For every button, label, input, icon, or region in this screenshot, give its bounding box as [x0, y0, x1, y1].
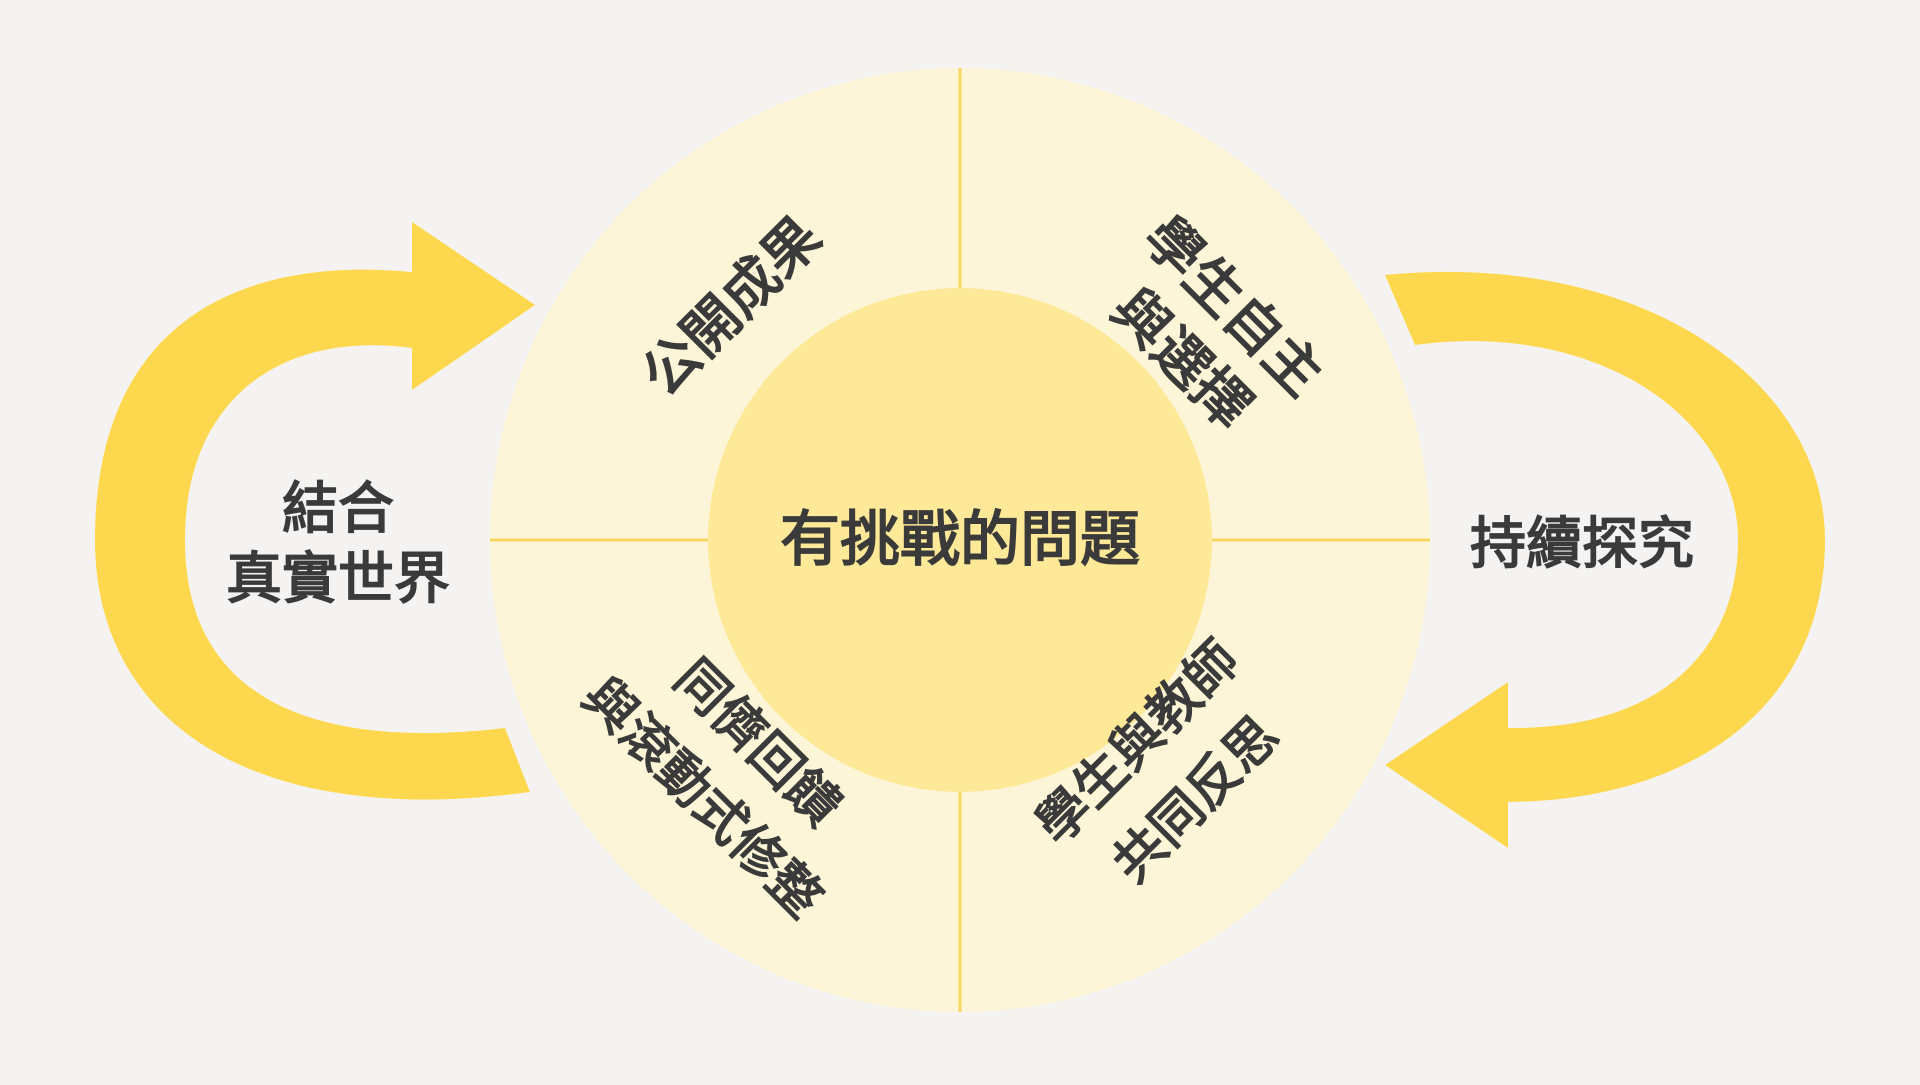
left-loop-label-line2: 真實世界 — [226, 547, 450, 612]
right-loop-arrow-body — [1385, 271, 1825, 802]
right-loop-arrow — [1385, 271, 1825, 848]
left-loop-label-line1: 結合 — [282, 477, 394, 542]
right-loop-arrow-head — [1385, 682, 1508, 848]
center-label: 有挑戰的問題 — [780, 505, 1140, 575]
left-loop-arrow — [95, 222, 535, 800]
left-loop-arrow-body — [95, 269, 530, 800]
right-loop-label-line1: 持續探究 — [1470, 512, 1694, 577]
left-loop-arrow-head — [412, 222, 535, 390]
inner-disc — [708, 288, 1212, 792]
